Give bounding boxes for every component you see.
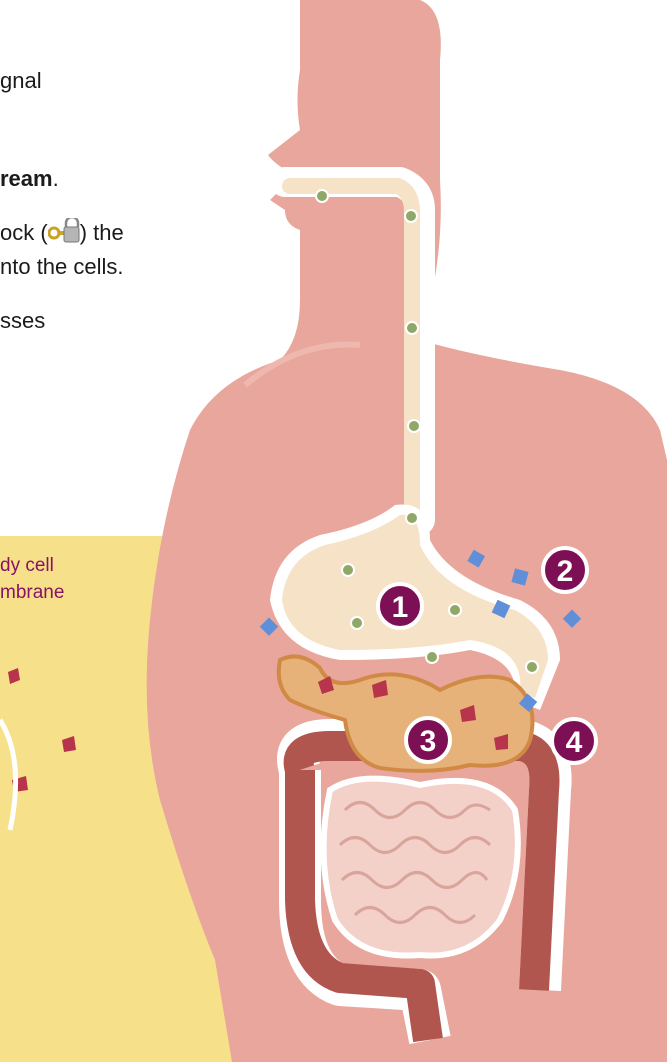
step-badge-2: 2: [543, 548, 587, 592]
text-fragment-2-punct: .: [53, 166, 59, 191]
step-badge-1: 1: [378, 584, 422, 628]
cell-label-line-2: mbrane: [0, 583, 64, 602]
step-badge-1-number: 1: [392, 591, 409, 624]
step-badge-3-number: 3: [420, 725, 437, 758]
text-fragment-3-start: ock (: [0, 220, 48, 245]
step-badge-2-number: 2: [557, 555, 574, 588]
key-lock-icon: [48, 218, 80, 242]
step-badge-4-number: 4: [566, 726, 583, 759]
text-fragment-3-end: ) the: [80, 220, 124, 245]
text-fragment-5: sses: [0, 310, 45, 332]
cell-label-line-1: dy cell: [0, 556, 54, 575]
step-badge-4: 4: [552, 719, 596, 763]
text-fragment-1: gnal: [0, 70, 42, 92]
step-badge-3: 3: [406, 718, 450, 762]
text-fragment-4: nto the cells.: [0, 256, 124, 278]
text-fragment-2: ream.: [0, 168, 59, 190]
text-fragment-2-bold: ream: [0, 166, 53, 191]
text-fragment-3: ock ( ) the: [0, 218, 124, 244]
